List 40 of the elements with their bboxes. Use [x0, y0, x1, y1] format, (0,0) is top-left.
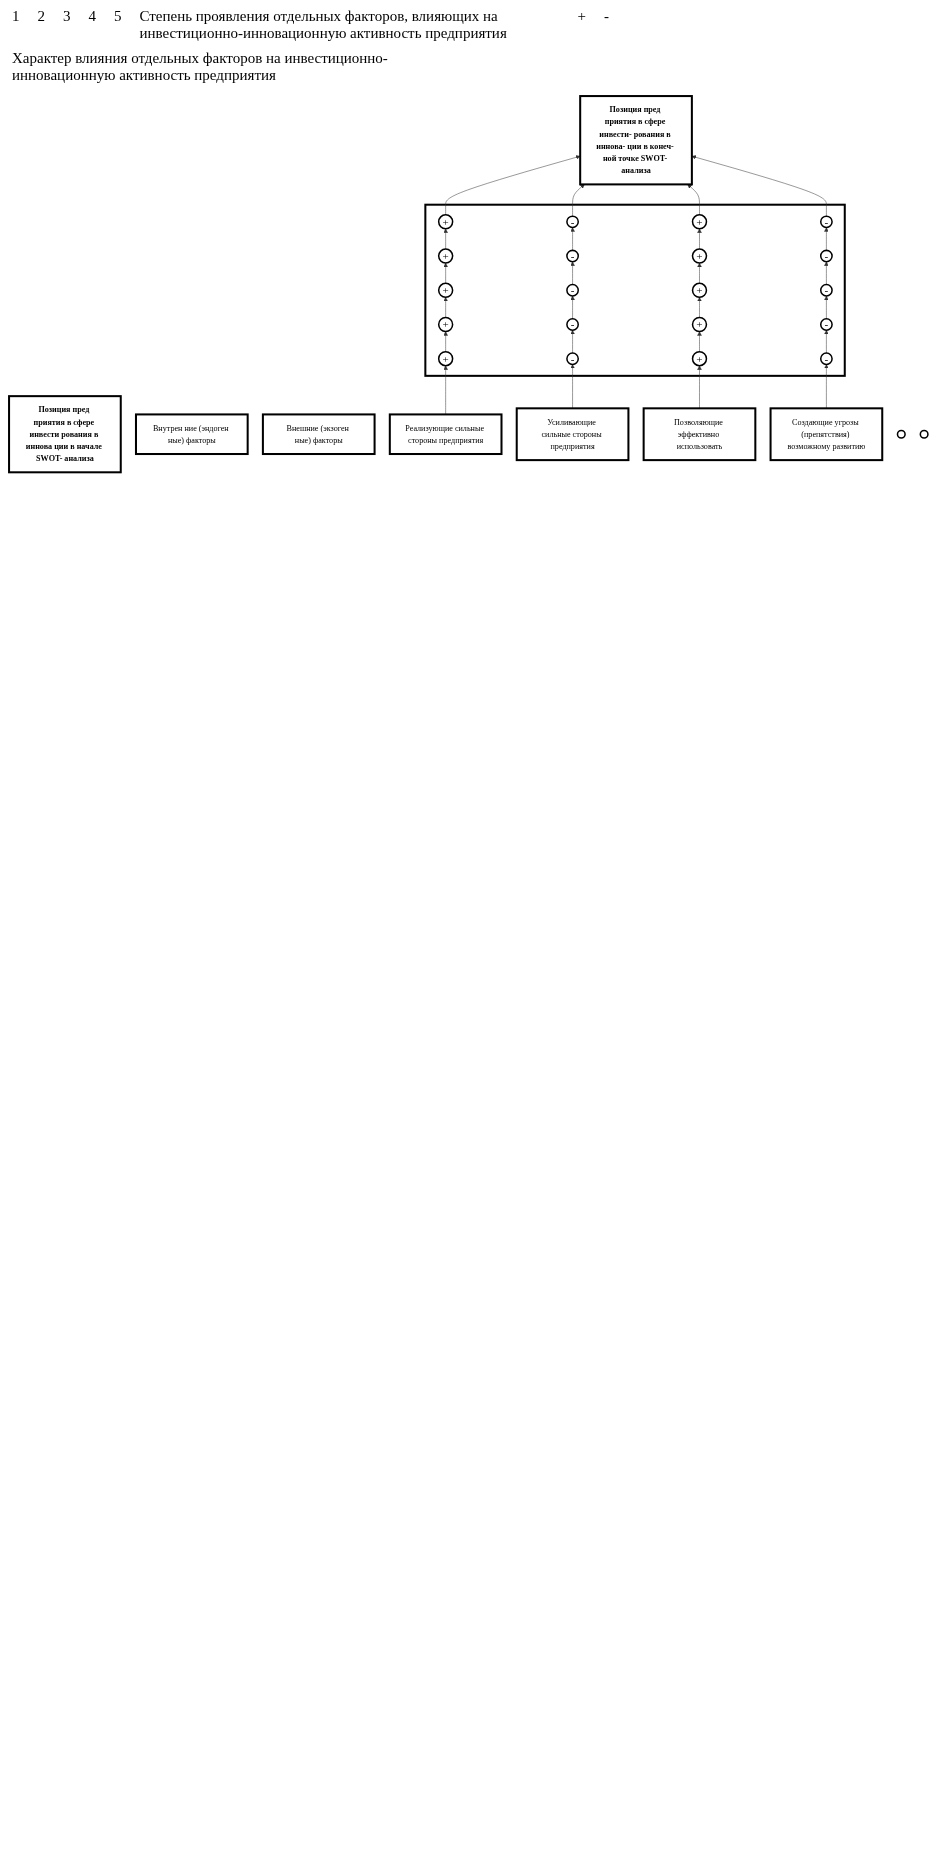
node-box: Позволяющие эффективно использовать [642, 407, 757, 462]
node-circle: - [820, 215, 833, 229]
node-circle [896, 429, 906, 439]
node-box: Создающие угрозы (препятствия) возможному развитию [769, 407, 884, 462]
node-circle: - [566, 283, 579, 297]
node-circle: + [691, 248, 708, 264]
node-circle: + [691, 214, 708, 230]
note-text: Характер влияния отдельных факторов на инвестиционно-инновационную активность предприятия [12, 50, 389, 84]
label-text: 2 [37, 8, 45, 26]
node-box: Позиция пред приятия в сфере инвести рования в иннова ции в начале SWOT- анализа [8, 395, 122, 474]
node-box: Реализующие сильные стороны предприятия [388, 413, 503, 456]
label-text: + [577, 8, 586, 26]
node-circle: - [820, 318, 833, 331]
label-text: 1 [12, 8, 20, 26]
node-box: Внутрен ние (эндоген ные) факторы [134, 413, 249, 456]
node-circle: + [691, 351, 708, 367]
node-circle: - [566, 215, 579, 229]
cluster [424, 203, 846, 377]
node-circle: + [691, 316, 708, 333]
node-circle: + [437, 316, 454, 333]
node-circle: - [566, 249, 579, 263]
node-circle: + [437, 282, 454, 298]
node-circle: - [566, 352, 579, 366]
node-circle [919, 429, 929, 439]
node-circle: - [566, 318, 579, 331]
node-circle: + [437, 214, 454, 230]
node-circle: - [820, 352, 833, 366]
node-box: Внешние (экзоген ные) факторы [261, 413, 376, 456]
node-box: Усиливающие сильные стороны предприятия [515, 407, 630, 462]
node-circle: + [437, 248, 454, 264]
label-text: 5 [114, 8, 122, 26]
label-text: 3 [63, 8, 71, 26]
label-text: - [603, 8, 609, 26]
node-box: Позиция пред приятия в сфере инвести- рования в иннова- ции в конеч- ной точке SWOT- анализа [579, 95, 693, 186]
label-text: 4 [88, 8, 96, 26]
node-circle: + [437, 351, 454, 367]
note-text: Степень проявления отдельных факторов, влияющих на инвестиционно-инновационную активность предприятия [139, 8, 508, 42]
node-circle: - [820, 249, 833, 263]
node-circle: + [691, 282, 708, 298]
node-circle: - [820, 283, 833, 297]
